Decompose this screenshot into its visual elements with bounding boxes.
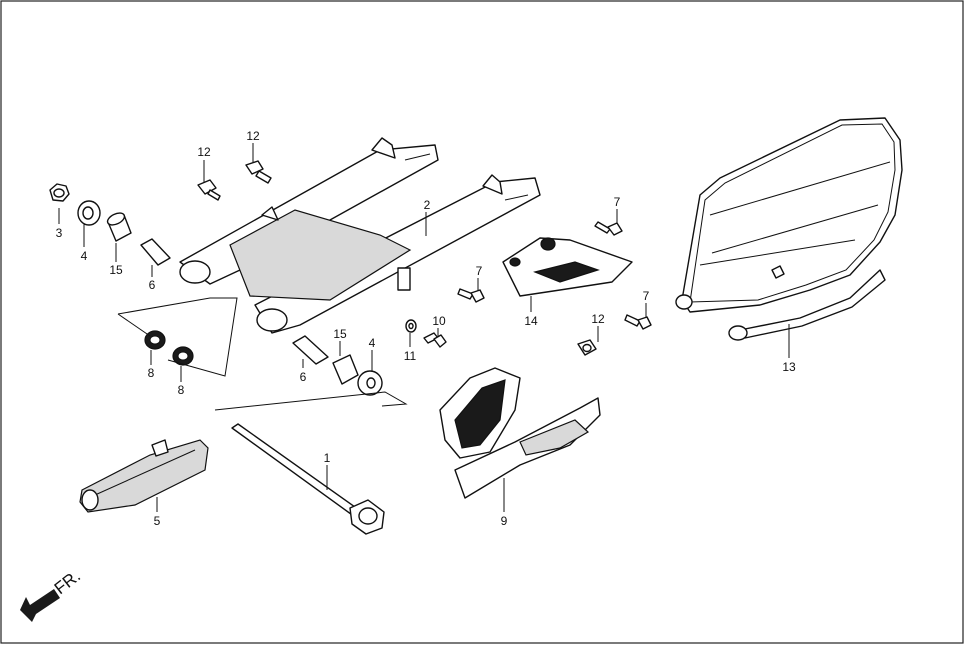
chain-guard-part-14 <box>502 237 633 297</box>
washer-part-4-upper <box>77 200 101 226</box>
bolt-part-7-b <box>457 288 485 303</box>
callout-1: 1 <box>324 451 331 465</box>
callout-8: 8 <box>178 383 185 397</box>
seal-part-8-b <box>172 346 194 366</box>
callout-12: 12 <box>246 129 260 143</box>
callout-6: 6 <box>300 370 307 384</box>
callout-12: 12 <box>591 312 605 326</box>
callout-10: 10 <box>432 314 446 328</box>
callout-12: 12 <box>197 145 211 159</box>
bearing-part-15-upper <box>106 212 132 242</box>
bolt-part-12-c <box>577 339 597 356</box>
callout-9: 9 <box>501 514 508 528</box>
chain-slider-part-5 <box>79 439 209 513</box>
swingarm-part-2 <box>179 137 541 334</box>
callout-11: 11 <box>404 349 417 363</box>
grab-rail-part-13 <box>675 117 903 341</box>
seal-part-8-a <box>144 330 166 350</box>
callout-13: 13 <box>782 360 796 374</box>
bolt-part-7-c <box>624 314 652 330</box>
front-direction-arrow-icon <box>20 589 60 622</box>
callout-14: 14 <box>524 314 538 328</box>
pivot-bolt-part-1 <box>231 423 385 535</box>
washer-part-11 <box>405 319 417 333</box>
bolt-part-12-b <box>245 160 272 184</box>
collar-part-6-lower <box>292 335 329 365</box>
callout-7: 7 <box>614 195 621 209</box>
callout-labels: 3 4 15 6 12 12 2 8 8 15 6 4 7 7 7 14 10 … <box>56 129 796 528</box>
callout-5: 5 <box>154 514 161 528</box>
callout-4: 4 <box>81 249 88 263</box>
callout-6: 6 <box>149 278 156 292</box>
bolt-part-10 <box>423 332 447 348</box>
callout-3: 3 <box>56 226 63 240</box>
callout-7: 7 <box>476 264 483 278</box>
washer-part-4-lower <box>357 370 383 396</box>
callout-8: 8 <box>148 366 155 380</box>
callout-4: 4 <box>369 336 376 350</box>
callout-2: 2 <box>424 198 431 212</box>
collar-part-6-upper <box>140 238 171 266</box>
leader-lines <box>58 143 790 512</box>
callout-15: 15 <box>333 327 347 341</box>
rear-fender-part-9 <box>439 367 601 499</box>
front-direction-indicator: FR. <box>20 566 84 622</box>
callout-7: 7 <box>643 289 650 303</box>
bolt-part-7-a <box>594 221 623 236</box>
callout-15: 15 <box>109 263 123 277</box>
nut-part-3 <box>49 183 70 202</box>
bearing-part-15-lower <box>332 354 359 385</box>
bolt-part-12-a <box>197 179 221 201</box>
